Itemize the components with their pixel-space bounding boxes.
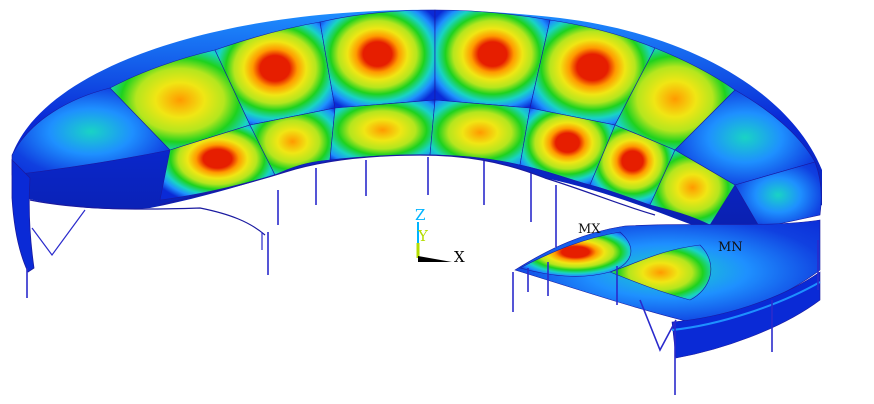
z-axis-label: Z bbox=[415, 206, 425, 224]
min-marker-label: MN bbox=[718, 240, 743, 255]
support-columns-back bbox=[277, 157, 557, 247]
front-left-edge bbox=[11, 159, 86, 298]
coordinate-triad: Z Y X bbox=[415, 206, 465, 266]
max-marker-label: MX bbox=[578, 222, 601, 237]
support-columns-front bbox=[512, 240, 819, 395]
x-axis-arrow bbox=[418, 256, 452, 262]
y-axis-label: Y bbox=[417, 227, 429, 245]
front-left-rim bbox=[29, 199, 266, 236]
gore-panels bbox=[11, 9, 822, 229]
dome-inner-rim bbox=[159, 154, 656, 216]
x-axis-label: X bbox=[454, 248, 465, 266]
